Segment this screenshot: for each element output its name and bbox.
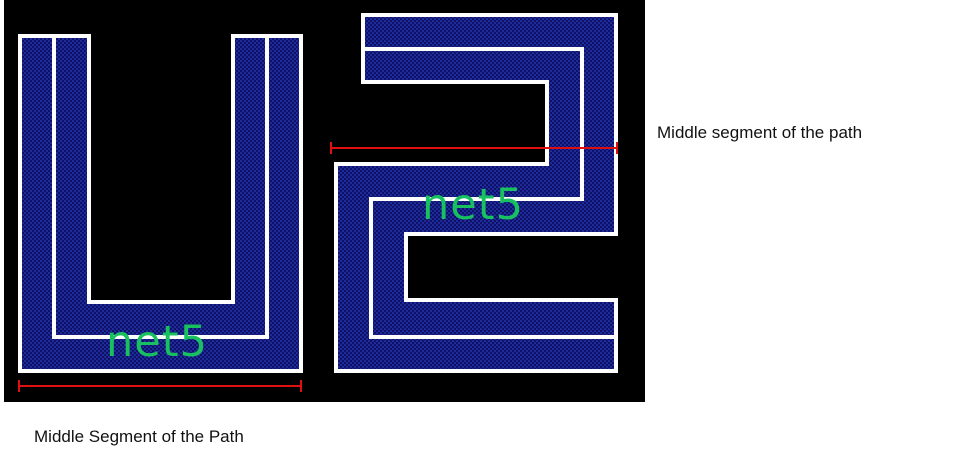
u-shaped-path — [18, 34, 303, 373]
s-path-outer-shape — [334, 13, 618, 373]
middle-segment-marker-s — [330, 142, 618, 154]
s-path-centerline — [363, 47, 616, 339]
annotation-middle-segment-right: Middle segment of the path — [657, 123, 863, 142]
u-path-centerline — [52, 36, 269, 339]
net-label-s: net5 — [422, 180, 524, 230]
net-label-u: net5 — [106, 317, 208, 367]
annotation-middle-segment-bottom: Middle Segment of the Path — [34, 427, 244, 446]
middle-segment-marker-u — [18, 380, 302, 392]
u-path-outer-shape — [18, 34, 303, 373]
s-shaped-path — [334, 13, 618, 373]
